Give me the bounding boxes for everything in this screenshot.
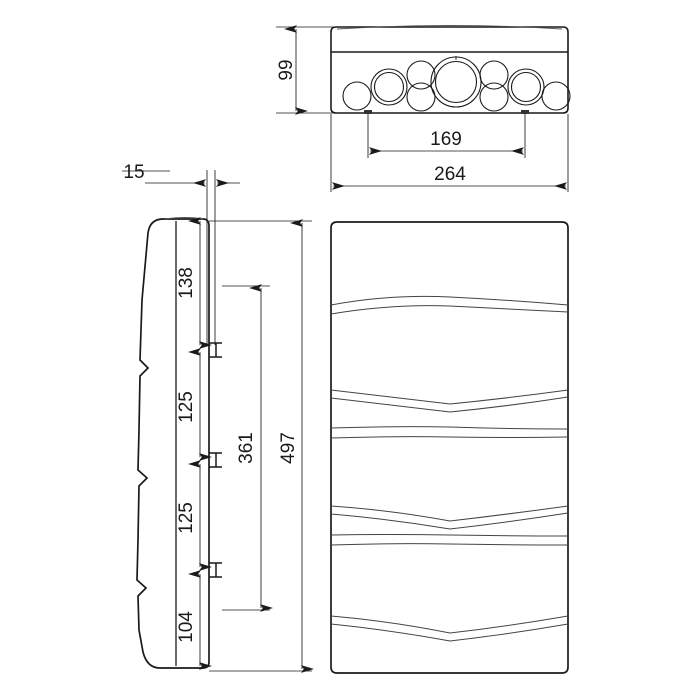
gland-9-icon — [541, 81, 571, 111]
wave-1-upper — [330, 295, 569, 306]
wave-2-upper — [330, 389, 569, 405]
wave-3-lower — [330, 436, 569, 439]
gland-8-inner-icon — [510, 71, 542, 103]
gland-1-icon — [342, 81, 372, 111]
gland-8-icon — [507, 68, 545, 106]
bracket-1 — [209, 342, 222, 358]
bracket-2 — [209, 452, 222, 468]
wave-4-upper — [330, 505, 569, 522]
wave-6-upper — [330, 615, 569, 634]
wave-5-upper — [330, 534, 569, 537]
top-view-dimension-lines — [276, 25, 569, 192]
cable-gland-holes — [342, 56, 571, 112]
wave-4-lower — [330, 512, 569, 530]
side-view-dimension-lines — [122, 170, 314, 673]
dim-label-99: 99 — [276, 59, 297, 80]
dimension-labels: 99 169 264 15 138 125 125 104 361 497 — [123, 59, 466, 642]
dim-label-15: 15 — [123, 162, 144, 183]
gland-7-icon — [479, 82, 509, 112]
dim-label-125b: 125 — [176, 502, 197, 534]
mount-tab-right — [521, 110, 529, 114]
top-view-group — [330, 25, 571, 114]
wave-3-upper — [330, 426, 569, 430]
gland-5-inner-icon — [434, 60, 478, 104]
dim-label-138: 138 — [176, 267, 197, 299]
wave-2-lower — [330, 396, 569, 413]
wave-5-lower — [330, 543, 569, 546]
din-rail-brackets — [209, 342, 222, 578]
dim-label-104: 104 — [176, 611, 197, 643]
front-view-group — [330, 221, 569, 674]
dim-label-125a: 125 — [176, 391, 197, 423]
gland-2-inner-icon — [373, 71, 405, 103]
front-view-body — [330, 221, 569, 674]
bracket-3 — [209, 562, 222, 578]
gland-6-icon — [479, 60, 509, 90]
mount-tab-left — [364, 110, 372, 114]
gland-2-icon — [370, 68, 408, 106]
dim-label-497: 497 — [278, 432, 299, 464]
top-view-top-curve — [336, 25, 563, 30]
gland-4-icon — [406, 82, 436, 112]
side-view-profile — [136, 218, 210, 669]
dim-label-169: 169 — [430, 129, 462, 150]
gland-3-icon — [406, 60, 436, 90]
dim-label-361: 361 — [236, 432, 257, 464]
wave-6-lower — [330, 623, 569, 642]
front-view-wave-details — [330, 295, 569, 642]
dim-label-264: 264 — [434, 164, 466, 185]
wave-1-lower — [330, 305, 569, 315]
